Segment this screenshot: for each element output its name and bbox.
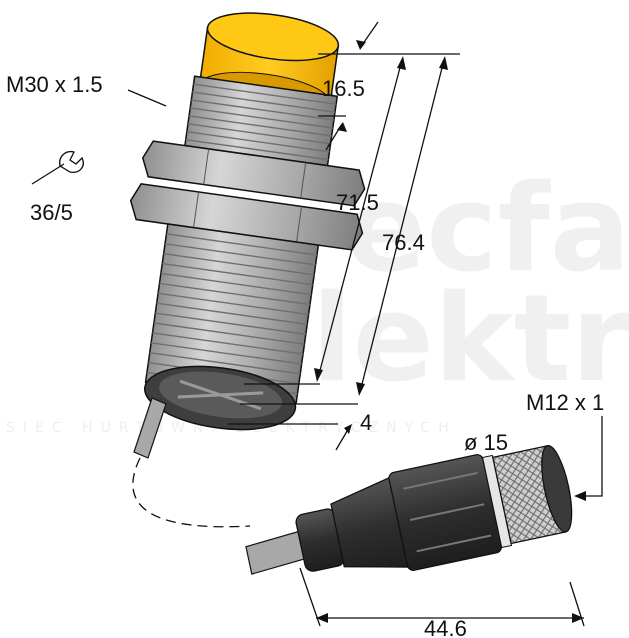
dim-71-5-label: 71.5: [336, 190, 379, 215]
lower-thread: [144, 223, 320, 405]
thread-main-label: M30 x 1.5: [6, 72, 103, 97]
upper-thread: [184, 75, 339, 167]
sensor-body: [129, 12, 366, 431]
dim-76-4-label: 76.4: [382, 230, 425, 255]
dimension-lines: [127, 21, 603, 627]
m12-connector: [245, 445, 573, 575]
watermark-brand-top: ecfa: [345, 160, 629, 299]
wrench-size-label: 36/5: [30, 200, 73, 225]
connector-diameter-label: ø 15: [464, 430, 508, 455]
connector-length-label: 44.6: [424, 616, 467, 638]
sensor-cable: [132, 397, 251, 528]
dim-4-label: 4: [360, 410, 372, 435]
dim-16-5-label: 16.5: [322, 76, 365, 101]
sensor-end-face: [143, 365, 297, 431]
connector-thread-label: M12 x 1: [526, 390, 604, 415]
hex-nut-upper: [141, 140, 366, 207]
wrench-icon: [31, 150, 84, 185]
